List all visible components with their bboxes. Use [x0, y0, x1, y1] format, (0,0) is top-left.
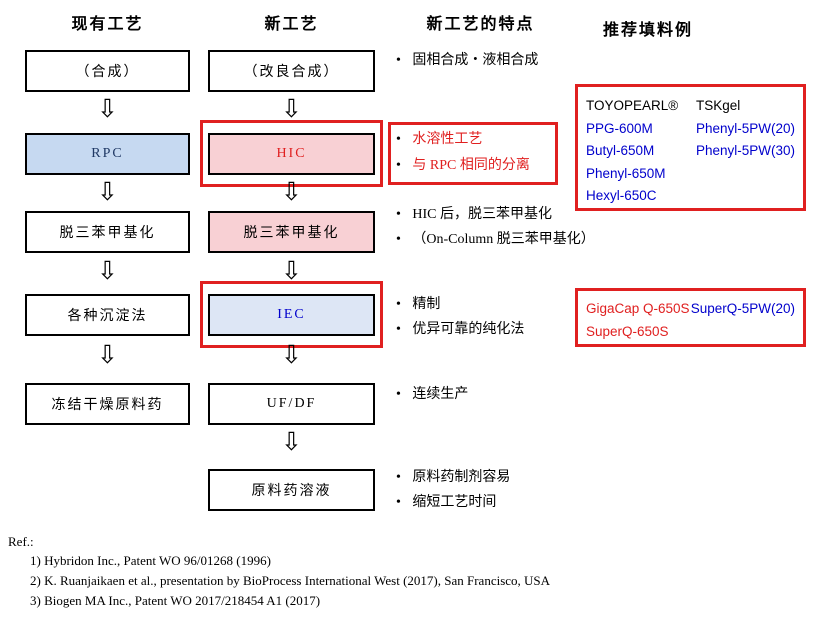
- down-arrow-icon: ⇩: [281, 256, 302, 285]
- feature-text: 连续生产: [412, 387, 469, 402]
- down-arrow-icon: ⇩: [281, 94, 302, 123]
- down-arrow-icon: ⇩: [281, 177, 302, 206]
- ref-item: 3) Biogen MA Inc., Patent WO 2017/218454…: [30, 593, 321, 608]
- step-improved-synthesis: （改良合成）: [208, 50, 375, 92]
- feature-line: HIC 后，脱三苯甲基化: [396, 206, 552, 224]
- product-name: Phenyl-5PW(30): [695, 143, 795, 158]
- feature-line: 精制: [396, 296, 440, 314]
- feature-line: 原料药制剂容易: [396, 469, 510, 487]
- new-process-title: 新工艺: [264, 16, 319, 33]
- down-arrow-icon: ⇩: [97, 340, 118, 369]
- step-lyophilized-api: 冻结干燥原料药: [25, 383, 190, 425]
- down-arrow-icon: ⇩: [97, 177, 118, 206]
- down-arrow-icon: ⇩: [97, 256, 118, 285]
- brand-toyopearl: TOYOPEARL®: [586, 98, 679, 113]
- step-iec: IEC: [208, 294, 375, 336]
- existing-process-title: 现有工艺: [71, 16, 144, 33]
- product-name: Phenyl-5PW(20): [695, 120, 795, 136]
- toyopearl-column: GigaCap Q-650S SuperQ-650S: [586, 298, 691, 343]
- feature-text: 与 RPC 相同的分离: [412, 158, 530, 173]
- step-hic: HIC: [208, 133, 375, 175]
- tskgel-column: SuperQ-5PW(20): [691, 298, 795, 321]
- feature-line: （On-Column 脱三苯甲基化）: [396, 231, 595, 249]
- recommended-media-title: 推荐填料例: [602, 22, 693, 39]
- ref-item: 2) K. Ruanjaikaen et al., presentation b…: [30, 573, 551, 588]
- product-name: SuperQ-650S: [586, 323, 669, 339]
- feature-line: 与 RPC 相同的分离: [396, 157, 530, 175]
- step-precipitation: 各种沉淀法: [25, 294, 190, 336]
- feature-text: 精制: [412, 297, 441, 312]
- step-synthesis: （合成）: [25, 50, 190, 92]
- product-name: Hexyl-650C: [586, 188, 657, 203]
- feature-text: （On-Column 脱三苯甲基化）: [412, 232, 595, 247]
- feature-text: 优异可靠的纯化法: [412, 322, 525, 337]
- feature-text: 固相合成・液相合成: [412, 53, 539, 68]
- feature-line: 水溶性工艺: [396, 131, 482, 149]
- step-rpc: RPC: [25, 133, 190, 175]
- ref-item: 1) Hybridon Inc., Patent WO 96/01268 (19…: [30, 553, 271, 568]
- feature-line: 缩短工艺时间: [396, 494, 496, 512]
- tskgel-column: TSKgel Phenyl-5PW(20) Phenyl-5PW(30): [696, 95, 795, 163]
- feature-line: 连续生产: [396, 386, 468, 404]
- feature-text: HIC 后，脱三苯甲基化: [412, 207, 553, 222]
- product-name: GigaCap Q-650S: [586, 301, 690, 316]
- down-arrow-icon: ⇩: [97, 94, 118, 123]
- brand-tskgel: TSKgel: [695, 98, 741, 113]
- feature-text: 水溶性工艺: [412, 132, 483, 147]
- feature-text: 缩短工艺时间: [412, 495, 497, 510]
- features-title: 新工艺的特点: [426, 16, 535, 33]
- step-detritylation-existing: 脱三苯甲基化: [25, 211, 190, 253]
- hic-media-box: TOYOPEARL® PPG-600M Butyl-650M Phenyl-65…: [575, 84, 806, 211]
- iec-media-box: GigaCap Q-650S SuperQ-650S SuperQ-5PW(20…: [575, 288, 806, 347]
- feature-line: 固相合成・液相合成: [396, 52, 538, 70]
- down-arrow-icon: ⇩: [281, 427, 302, 456]
- product-name: Phenyl-650M: [586, 165, 666, 181]
- toyopearl-column: TOYOPEARL® PPG-600M Butyl-650M Phenyl-65…: [586, 95, 696, 208]
- product-name: SuperQ-5PW(20): [690, 301, 795, 316]
- step-api-solution: 原料药溶液: [208, 469, 375, 511]
- ref-label: Ref.:: [8, 534, 34, 549]
- feature-line: 优异可靠的纯化法: [396, 321, 524, 339]
- down-arrow-icon: ⇩: [281, 340, 302, 369]
- step-ufdf: UF/DF: [208, 383, 375, 425]
- feature-text: 原料药制剂容易: [412, 470, 511, 485]
- product-name: PPG-600M: [586, 120, 653, 136]
- step-detritylation-new: 脱三苯甲基化: [208, 211, 375, 253]
- product-name: Butyl-650M: [586, 143, 655, 158]
